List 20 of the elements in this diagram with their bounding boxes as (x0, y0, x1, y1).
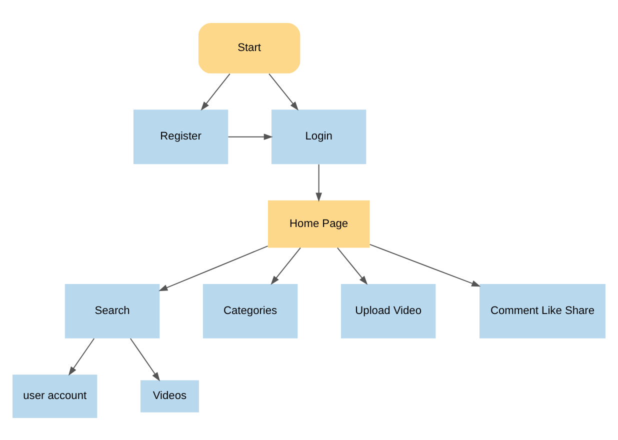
node-box: Categories (202, 283, 298, 338)
arrow (370, 243, 481, 286)
arrow (270, 247, 301, 284)
node-box: Login (271, 109, 366, 164)
arrow (316, 164, 322, 202)
arrow (130, 338, 160, 381)
node-box: Videos (140, 380, 199, 412)
arrow (158, 245, 268, 291)
arrow (337, 247, 368, 284)
node-box: Register (133, 109, 228, 164)
node-box: Home Page (268, 200, 370, 248)
node-box: Search (64, 283, 160, 338)
arrow (200, 73, 230, 110)
arrow (228, 133, 273, 140)
arrow (268, 73, 299, 110)
arrow (68, 338, 95, 376)
node-box: user account (12, 374, 98, 418)
node-box: Upload Video (341, 283, 436, 338)
node-box: Start (198, 22, 300, 73)
node-box: Comment Like Share (480, 283, 606, 338)
